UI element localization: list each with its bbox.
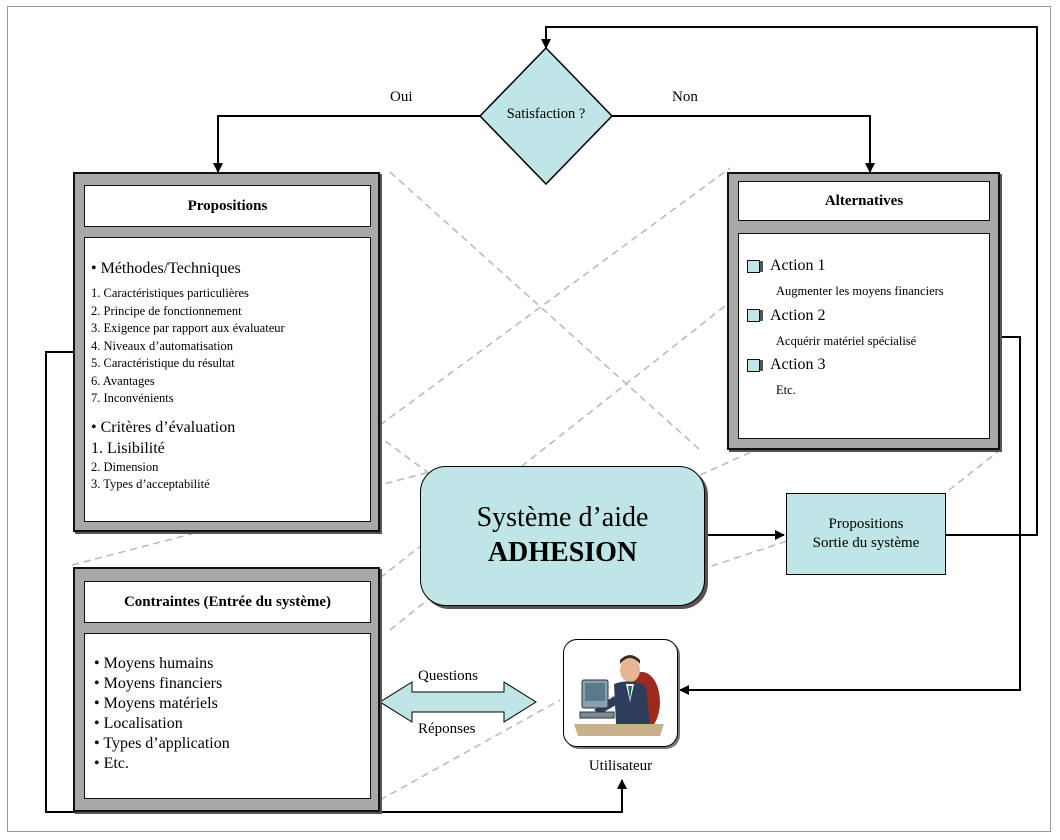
non-connector (612, 115, 875, 173)
alternatives-user-connector (679, 336, 1021, 695)
criteria-item: 2. Dimension (91, 459, 159, 474)
decision-label: Satisfaction ? (506, 106, 586, 122)
oui-label: Oui (390, 89, 413, 105)
user-at-computer-icon (574, 655, 664, 736)
alternatives-body: Action 1 Augmenter les moyens financiers… (738, 233, 990, 439)
non-label: Non (672, 89, 698, 105)
action-row: Action 2 (747, 306, 989, 326)
constraints-title: Contraintes (Entrée du système) (84, 581, 371, 623)
constraint-item: • Etc. (94, 755, 129, 772)
output-title: Propositions (828, 516, 904, 532)
method-item: 4. Niveaux d’automatisation (91, 338, 233, 353)
oui-connector (213, 115, 480, 173)
action-bullet-icon (747, 309, 760, 322)
system-box: Système d’aide ADHESION (420, 466, 705, 606)
constraint-item: • Localisation (94, 715, 183, 732)
exchange-double-arrow (379, 681, 537, 723)
method-item: 5. Caractéristique du résultat (91, 356, 235, 370)
constraint-item: • Moyens financiers (94, 675, 223, 692)
user-avatar (563, 639, 678, 747)
propositions-user-connector (45, 351, 627, 813)
questions-label: Questions (418, 668, 478, 684)
action-row: Action 1 (747, 256, 989, 276)
feedback-loop-connector (541, 26, 1038, 536)
method-item: 3. Exigence par rapport aux évaluateur (91, 321, 285, 335)
reponses-label: Réponses (418, 721, 476, 737)
constraint-item: • Moyens matériels (94, 695, 218, 712)
method-item: 2. Principe de fonctionnement (91, 303, 242, 318)
action-detail: Augmenter les moyens financiers (776, 284, 944, 298)
methods-heading: • Méthodes/Techniques (91, 260, 241, 277)
user-label: Utilisateur (588, 758, 653, 774)
method-item: 7. Inconvénients (91, 391, 174, 405)
action-label: Action 1 (770, 257, 826, 274)
action-row: Action 3 (747, 355, 989, 375)
constraints-body: • Moyens humains • Moyens financiers • M… (84, 633, 371, 799)
action-bullet-icon (747, 358, 760, 372)
action-bullet-icon (747, 259, 760, 273)
system-name: ADHESION (487, 537, 638, 568)
action-label: Action 2 (770, 306, 826, 324)
constraint-item: • Types d’application (94, 735, 230, 752)
output-subtitle: Sortie du système (812, 535, 920, 551)
propositions-body: • Méthodes/Techniques 1. Caractéristique… (84, 237, 371, 522)
output-box: Propositions Sortie du système (786, 493, 946, 575)
constraint-item: • Moyens humains (94, 655, 214, 672)
criteria-item: 1. Lisibilité (91, 439, 165, 457)
action-detail: Etc. (776, 383, 796, 397)
action-label: Action 3 (770, 356, 826, 373)
system-title: Système d’aide (476, 502, 649, 533)
action-detail: Acquérir matériel spécialisé (776, 333, 917, 348)
criteria-heading: • Critères d’évaluation (91, 418, 236, 436)
propositions-title: Propositions (84, 185, 371, 227)
method-item: 6. Avantages (91, 373, 155, 388)
criteria-item: 3. Types d’acceptabilité (91, 477, 210, 491)
method-item: 1. Caractéristiques particulières (91, 286, 249, 300)
alternatives-title: Alternatives (738, 181, 990, 221)
decision-diamond (478, 46, 614, 186)
